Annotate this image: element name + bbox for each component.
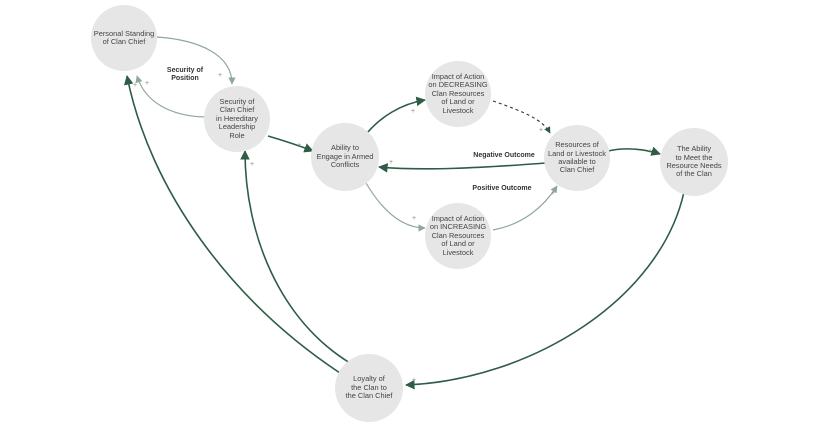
- polarity-sign: +: [411, 108, 416, 115]
- polarity-sign: +: [412, 377, 417, 384]
- node-security-of-chief: Security of Clan Chief in Hereditary Lea…: [204, 86, 270, 152]
- arrow-armed-to-decreasing: [367, 96, 426, 133]
- node-security-of-chief-label: Security of Clan Chief in Hereditary Lea…: [216, 96, 258, 140]
- edge-label-security-of-position: Security of Position: [166, 67, 204, 82]
- polarity-sign: +: [648, 148, 653, 155]
- node-loyalty-label: Loyalty of the Clan to the Clan Chief: [345, 374, 393, 401]
- arrow-armed-to-increasing: [365, 182, 426, 232]
- polarity-sign: +: [389, 159, 394, 166]
- node-resources-available-label: Resources of Land or Livestock available…: [548, 140, 606, 175]
- arrow-ability-to-loyalty: [405, 191, 685, 390]
- node-resources-available: Resources of Land or Livestock available…: [544, 125, 610, 191]
- node-ability-meet-needs: The Ability to Meet the Resource Needs o…: [660, 128, 728, 196]
- node-impact-increasing-label: Impact of Action on INCREASING Clan Reso…: [429, 213, 487, 257]
- node-ability-meet-needs-label: The Ability to Meet the Resource Needs o…: [666, 144, 722, 179]
- node-impact-decreasing-label: Impact of Action on DECREASING Clan Reso…: [428, 71, 488, 115]
- node-ability-armed-conflicts: Ability to Engage in Armed Conflicts: [311, 123, 379, 191]
- node-impact-decreasing: Impact of Action on DECREASING Clan Reso…: [425, 61, 491, 127]
- polarity-sign: +: [551, 190, 556, 197]
- edge-label-negative-outcome: Negative Outcome: [473, 152, 535, 159]
- arrow-security-to-armed: [267, 135, 314, 153]
- polarity-sign: +: [133, 82, 138, 89]
- arrow-resources-to-armed: [378, 162, 547, 173]
- node-impact-increasing: Impact of Action on INCREASING Clan Reso…: [425, 203, 491, 269]
- polarity-sign: +: [145, 80, 150, 87]
- arrow-resources-to-ability: [607, 146, 661, 156]
- arrow-loyalty-to-security: [240, 150, 351, 364]
- arrow-standing-to-security: [156, 36, 236, 85]
- polarity-sign: +: [218, 72, 223, 79]
- polarity-sign: +: [250, 161, 255, 168]
- polarity-sign: +: [412, 215, 417, 222]
- edge-label-positive-outcome: Positive Outcome: [472, 185, 532, 192]
- node-loyalty: Loyalty of the Clan to the Clan Chief: [335, 354, 403, 422]
- arrow-security-to-standing: [135, 75, 206, 118]
- node-ability-armed-conflicts-label: Ability to Engage in Armed Conflicts: [316, 143, 374, 170]
- node-personal-standing: Personal Standing of Clan Chief: [91, 5, 157, 71]
- arrow-decreasing-to-resources-dashed: [492, 100, 551, 134]
- polarity-sign: +: [539, 127, 544, 134]
- arrow-increasing-to-resources: [492, 185, 558, 231]
- polarity-sign: +: [297, 142, 302, 149]
- arrow-loyalty-to-standing: [124, 75, 341, 374]
- node-personal-standing-label: Personal Standing of Clan Chief: [93, 28, 155, 46]
